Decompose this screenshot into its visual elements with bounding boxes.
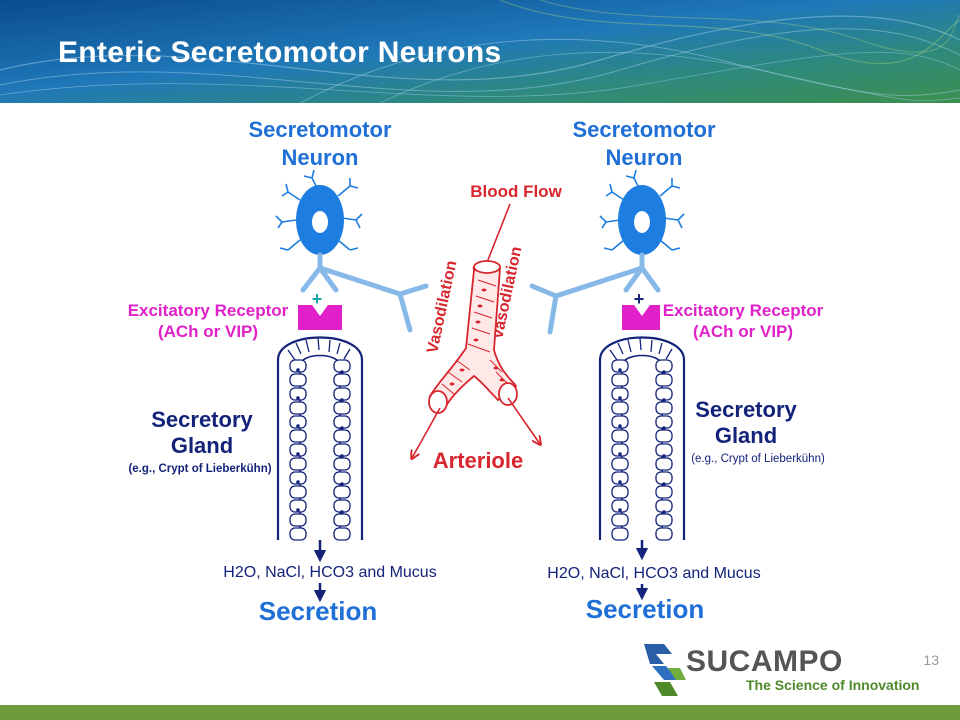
left-secretory-gland [276, 336, 364, 541]
right-plus-sign: + [634, 289, 645, 309]
logo-tagline: The Science of Innovation [746, 677, 920, 693]
left-excitatory-receptor [298, 305, 342, 330]
right-neuron-label-line1: Secretomotor [572, 117, 715, 142]
logo-wordmark: SUCAMPO [686, 645, 843, 678]
right-receptor-label-line2: (ACh or VIP) [693, 322, 793, 341]
right-secretion-label: Secretion [586, 594, 705, 624]
arteriole-group: Blood Flow Vasodilation Vasodilation [412, 182, 563, 473]
right-secretory-gland [598, 336, 686, 541]
page-number: 13 [923, 652, 939, 668]
left-plus-sign: + [312, 289, 323, 309]
left-gland-label-line1: Secretory [151, 407, 253, 432]
blood-flow-label: Blood Flow [470, 182, 562, 201]
left-neuron-label-line2: Neuron [282, 145, 359, 170]
arteriole-arrow-right [507, 397, 540, 444]
header-banner [0, 0, 960, 103]
right-neuron-nucleus [634, 211, 650, 233]
arteriole-vessel [428, 260, 518, 414]
right-neuron-label-line2: Neuron [606, 145, 683, 170]
arteriole-label: Arteriole [433, 448, 523, 473]
right-receptor-label-line1: Excitatory Receptor [663, 301, 824, 320]
right-gland-label-line1: Secretory [695, 397, 797, 422]
arteriole-arrow-left [412, 407, 441, 458]
right-axon [529, 252, 661, 335]
footer-bar [0, 705, 960, 720]
left-receptor-label-line1: Excitatory Receptor [128, 301, 289, 320]
left-axon [300, 252, 429, 333]
logo-mark-icon [644, 644, 686, 696]
left-gland-label-line2: Gland [171, 433, 233, 458]
right-gland-example: (e.g., Crypt of Lieberkühn) [691, 453, 825, 465]
blood-flow-arrow [485, 203, 511, 266]
right-output-label: H2O, NaCl, HCO3 and Mucus [547, 565, 760, 582]
left-gland-example: (e.g., Crypt of Lieberkühn) [128, 463, 271, 475]
left-panel: Secretomotor Neuron [128, 117, 437, 626]
sucampo-logo [644, 644, 686, 696]
left-neuron-label-line1: Secretomotor [248, 117, 391, 142]
slide-title: Enteric Secretomotor Neurons [58, 36, 502, 69]
right-panel: Secretomotor Neuron + [529, 117, 825, 624]
right-dendrites [599, 169, 685, 251]
vasodilation-left-label: Vasodilation [424, 259, 460, 355]
left-dendrites [275, 169, 363, 251]
left-receptor-label-line2: (ACh or VIP) [158, 322, 258, 341]
left-secretion-label: Secretion [259, 596, 378, 626]
left-neuron-nucleus [312, 211, 328, 233]
left-output-label: H2O, NaCl, HCO3 and Mucus [223, 564, 436, 581]
right-excitatory-receptor [622, 305, 660, 330]
right-gland-label-line2: Gland [715, 423, 777, 448]
